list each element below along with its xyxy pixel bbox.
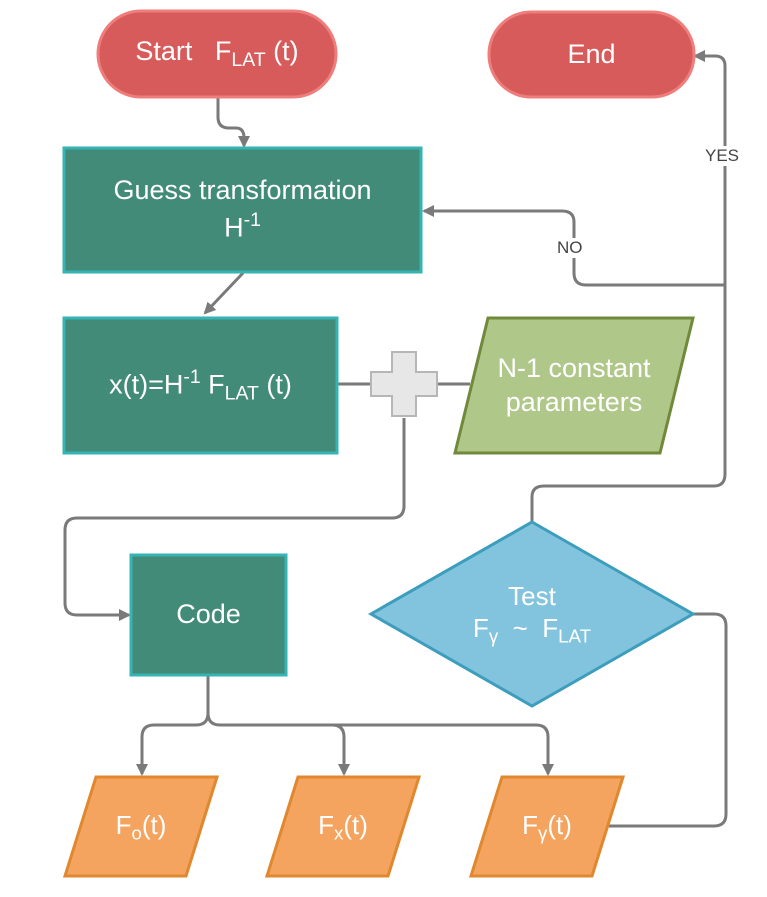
test-rhs-sub: LAT [558,625,592,647]
xeq-process[interactable] [62,316,339,455]
edge-test-yes-to-end [530,50,727,521]
start-arg: (t) [273,36,299,67]
code-label: Code [131,555,286,675]
params-line1: N-1 constant [497,352,651,383]
params-line2: parameters [505,386,643,417]
fo-arg: (t) [141,809,167,840]
test-decision[interactable] [367,520,697,708]
xeq-symbol: F [208,369,225,400]
xeq-subscript: LAT [224,382,259,405]
test-lhs: F [472,613,489,644]
edge-guess-to-xeq [203,271,245,315]
start-subscript: LAT [231,49,266,72]
guess-label: Guess transformation H-1 [64,148,421,272]
end-text: End [567,38,616,69]
guess-symbol: H [224,212,244,243]
start-label: Start FLAT (t) [98,11,336,97]
edge-code-to-fx [206,712,350,776]
yes-edge-label: YES [703,146,742,166]
start-word: Start [135,36,193,67]
guess-line1: Guess transformation [113,175,372,206]
guess-process[interactable] [62,146,423,274]
edge-code-to-fo [136,676,210,776]
no-edge-label: NO [555,238,585,258]
xeq-prefix: x(t)=H [109,369,184,400]
end-terminal[interactable] [487,10,696,99]
connectors [63,50,728,828]
fx-arg: (t) [343,809,368,840]
edge-fy-to-test [609,612,728,828]
start-terminal[interactable] [96,9,338,99]
xeq-arg: (t) [266,369,292,400]
edge-merge-to-code [63,418,406,621]
fy-arg: (t) [547,809,572,840]
test-rhs: F [542,613,559,644]
xeq-superscript: -1 [183,366,201,389]
params-input[interactable] [453,316,695,455]
edge-start-to-guess [216,97,250,148]
end-label: End [489,12,694,97]
fx-symbol: F [318,809,334,840]
code-text: Code [176,599,241,630]
fo-subscript: o [131,822,142,844]
test-lhs-sub: γ [488,625,499,647]
fo-label: Fo(t) [80,777,202,876]
test-line1: Test [508,580,556,611]
start-symbol: F [214,36,232,67]
guess-superscript: -1 [243,209,261,232]
fy-label: Fγ(t) [486,777,608,876]
plus-merge-icon [370,351,438,417]
fx-label: Fx(t) [282,777,404,876]
xeq-label: x(t)=H-1 FLAT (t) [64,318,337,453]
fo-symbol: F [115,809,132,840]
fx-subscript: x [333,822,344,844]
fx-output[interactable] [264,775,422,878]
test-op: ~ [512,613,528,644]
fo-output[interactable] [62,775,220,878]
fy-symbol: F [522,809,538,840]
edge-code-to-fy [332,723,554,776]
code-process[interactable] [129,553,288,677]
params-label: N-1 constant parameters [470,318,678,453]
fy-output[interactable] [468,775,626,878]
test-label: Test Fγ ~ FLAT [431,568,633,660]
fy-subscript: γ [537,822,548,844]
